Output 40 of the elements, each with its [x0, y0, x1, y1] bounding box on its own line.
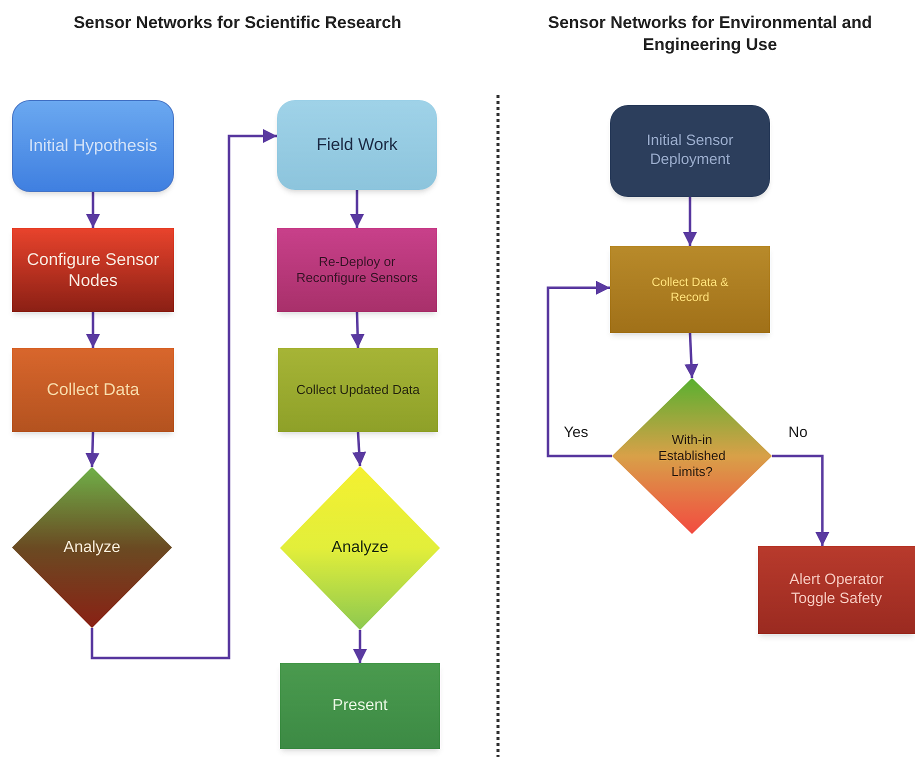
- node-label: Initial Hypothesis: [28, 135, 158, 157]
- arrow: [684, 332, 698, 378]
- arrow: [546, 280, 612, 458]
- node-label: Configure Sensor Nodes: [26, 248, 160, 292]
- decision-diamond: [612, 378, 772, 534]
- process-box: [610, 246, 770, 333]
- node-label: Alert Operator Toggle Safety: [788, 571, 885, 609]
- arrow: [350, 312, 365, 348]
- node-label: Collect Data: [46, 379, 140, 401]
- node-label: Analyze: [330, 538, 390, 558]
- arrow: [86, 312, 100, 348]
- node-label: Re-Deploy or Reconfigure Sensors: [295, 254, 419, 286]
- end-box: [280, 663, 440, 749]
- node-label: Collect Data & Record: [650, 274, 730, 304]
- section-heading: Sensor Networks for Scientific Research: [72, 12, 402, 34]
- arrow: [683, 197, 697, 246]
- node-label: Analyze: [62, 538, 122, 558]
- node-label: Initial Sensor Deployment: [646, 132, 734, 170]
- process-box: [278, 348, 438, 432]
- arrow: [86, 192, 100, 228]
- decision-diamond: [280, 466, 440, 630]
- start-box: [277, 100, 437, 190]
- process-box: [277, 228, 437, 312]
- arrow: [90, 129, 277, 660]
- node-label: Collect Updated Data: [295, 382, 421, 398]
- arrow: [353, 630, 367, 663]
- node-label: Field Work: [316, 134, 398, 156]
- decision-diamond: [12, 467, 172, 628]
- arrow: [352, 432, 366, 466]
- start-box: [12, 100, 174, 192]
- section-heading: Sensor Networks for Environmental and Engineering Use: [546, 12, 873, 56]
- node-label: With-in Established Limits?: [657, 432, 727, 480]
- node-label: Present: [331, 696, 389, 716]
- arrow: [772, 454, 830, 546]
- alert-box: [758, 546, 915, 634]
- start-box: [610, 105, 770, 197]
- process-box: [12, 348, 174, 432]
- arrow: [85, 432, 100, 468]
- process-box: [12, 228, 174, 312]
- arrow: [350, 190, 364, 228]
